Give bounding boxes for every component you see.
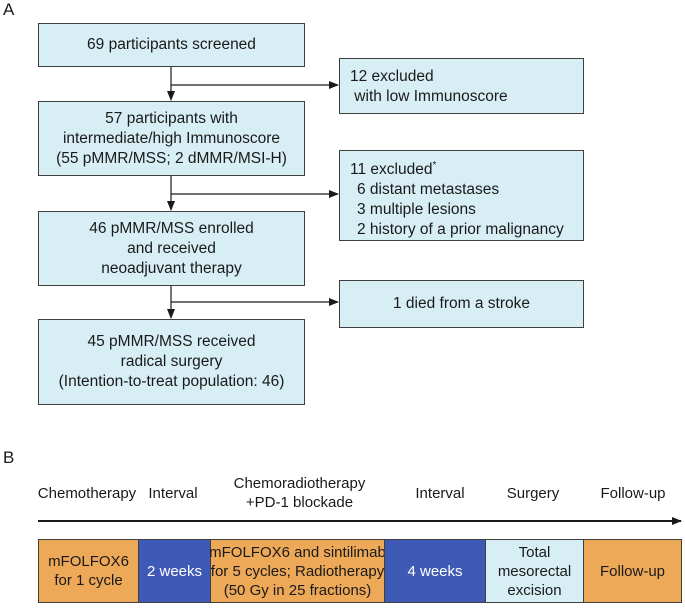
excluded2-title-text: 11 excluded: [350, 161, 433, 178]
immunoscore-box: 57 participants with intermediate/high I…: [38, 101, 305, 176]
enrolled-line-2: and received: [127, 239, 216, 257]
phase-surgery: Surgery: [506, 485, 560, 502]
died-text: 1 died from a stroke: [393, 295, 530, 312]
tl-surgery-line-1: Total: [518, 543, 551, 561]
tl-chemo-line-1: mFOLFOX6: [48, 553, 129, 570]
timeline-box-interval-1: 2 weeks: [138, 539, 211, 603]
panel-a-label: A: [3, 0, 15, 19]
excluded2-title: 11 excluded*: [350, 156, 573, 180]
screened-text: 69 participants screened: [87, 36, 256, 53]
died-box: 1 died from a stroke: [339, 280, 584, 328]
excluded-eleven-box: 11 excluded* 6 distant metastases 3 mult…: [339, 150, 584, 241]
tl-followup-text: Follow-up: [599, 562, 666, 580]
timeline-box-follow-up: Follow-up: [583, 539, 682, 603]
phase-chemoradiotherapy: Chemoradiotherapy +PD-1 blockade: [233, 475, 366, 511]
tl-surgery-line-3: excision: [507, 581, 562, 599]
excluded2-reason-2: 3 multiple lesions: [357, 201, 476, 218]
phase-follow-up: Follow-up: [600, 485, 666, 502]
surgery-box: 45 pMMR/MSS received radical surgery (In…: [38, 319, 305, 405]
immunoscore-line-1: 57 participants with: [105, 109, 238, 127]
phase-chemotherapy: Chemotherapy: [37, 485, 137, 502]
immunoscore-line-2: intermediate/high Immunoscore: [62, 129, 281, 147]
surgery-line-1: 45 pMMR/MSS received: [87, 333, 256, 350]
surgery-line-3: (Intention-to-treat population: 46): [58, 373, 285, 390]
tl-interval2-text: 4 weeks: [407, 562, 463, 580]
surgery-line-2: radical surgery: [120, 353, 223, 370]
immunoscore-line-3: (55 pMMR/MSS; 2 dMMR/MSI-H): [56, 149, 287, 167]
panel-b-label: B: [3, 448, 15, 467]
enrolled-line-3: neoadjuvant therapy: [101, 259, 242, 277]
tl-interval1-text: 2 weeks: [146, 562, 203, 580]
phase-interval-2: Interval: [415, 485, 465, 502]
enrolled-line-1: 46 pMMR/MSS enrolled: [89, 219, 254, 237]
excluded-low-immunoscore-box: 12 excluded with low Immunoscore: [339, 58, 584, 114]
tl-surgery-line-2: mesorectal: [497, 562, 572, 580]
timeline-box-chemotherapy: mFOLFOX6 for 1 cycle: [38, 539, 139, 603]
tl-chemo-line-2: for 1 cycle: [54, 572, 123, 589]
phase-interval-1: Interval: [148, 485, 198, 502]
excluded1-line-1: 12 excluded: [350, 68, 434, 85]
footnote-mark: *: [432, 160, 437, 171]
timeline-box-surgery: Total mesorectal excision: [485, 539, 584, 603]
timeline-box-chemoradiotherapy: mFOLFOX6 and sintilimab for 5 cycles; Ra…: [209, 539, 386, 603]
excluded1-line-2: with low Immunoscore: [350, 88, 508, 105]
excluded2-reason-1: 6 distant metastases: [357, 181, 500, 198]
excluded2-reason-3: 2 history of a prior malignancy: [357, 221, 564, 238]
timeline-box-interval-2: 4 weeks: [384, 539, 486, 603]
enrolled-box: 46 pMMR/MSS enrolled and received neoadj…: [38, 211, 305, 286]
tl-crt-line-3: (50 Gy in 25 fractions): [223, 581, 372, 599]
tl-crt-line-2: for 5 cycles; Radiotherapy: [210, 562, 385, 580]
tl-crt-line-1: mFOLFOX6 and sintilimab: [209, 543, 386, 561]
screened-box: 69 participants screened: [38, 23, 305, 67]
